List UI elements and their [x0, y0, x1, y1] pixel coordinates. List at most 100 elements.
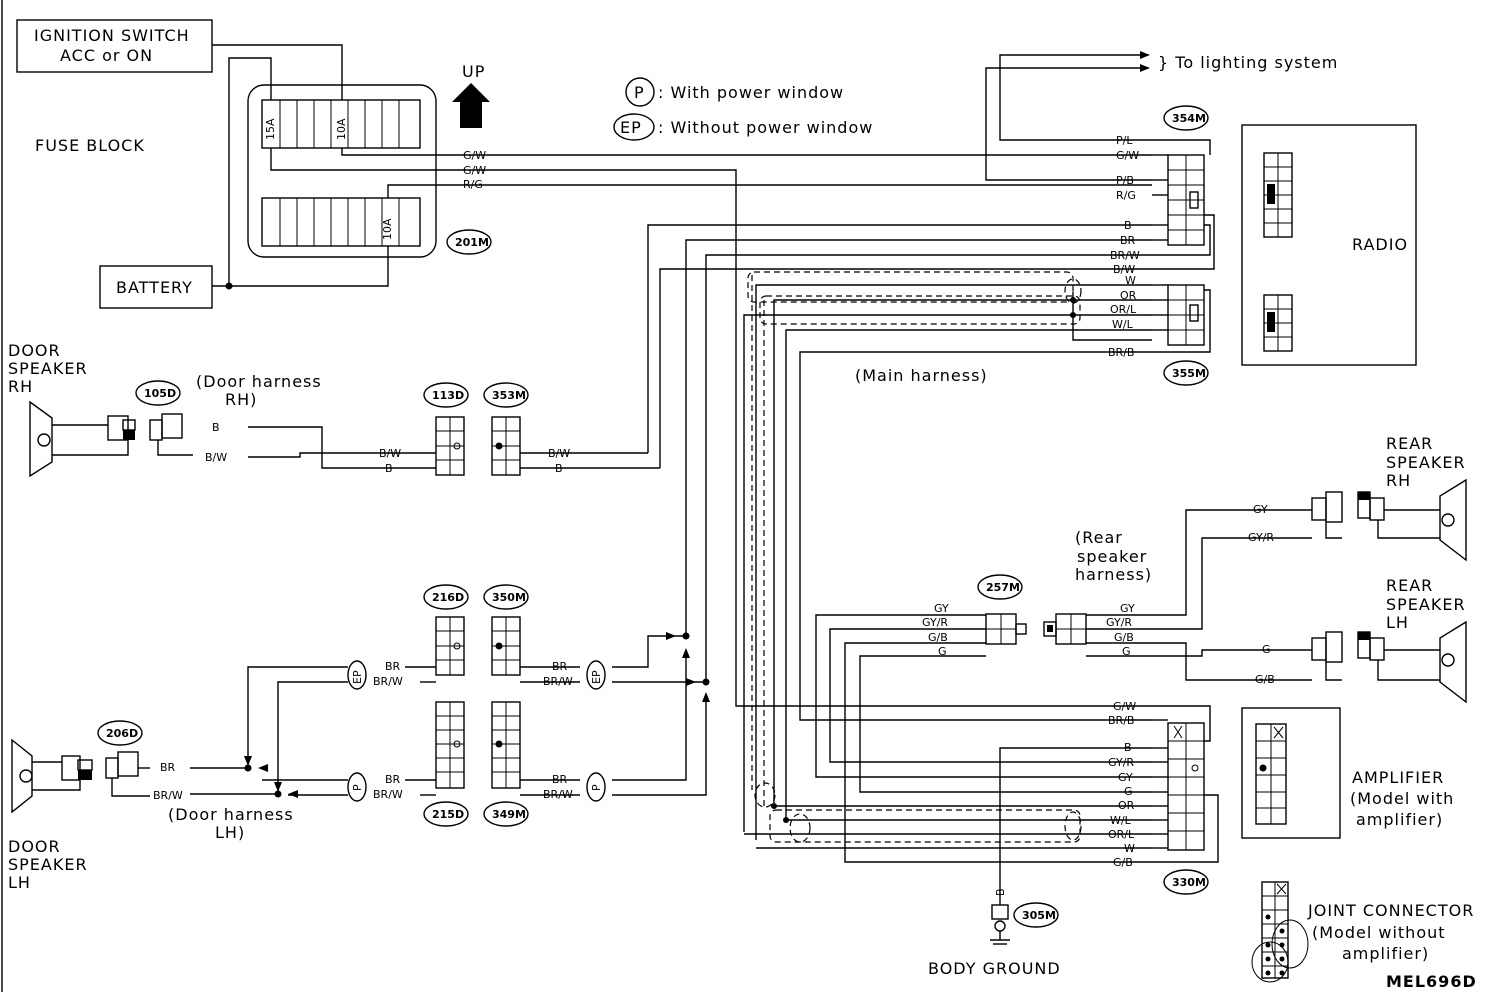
ignition-label-1: IGNITION SWITCH [34, 26, 190, 45]
svg-text:EP: EP [620, 118, 642, 137]
door-speaker-lh [11, 738, 33, 814]
wire-gyr-rear: GY/R [1248, 531, 1274, 544]
wire-bw-113: B/W [379, 447, 401, 460]
fuse-10a-upper: 10A [335, 118, 348, 140]
svg-text:P: P [590, 784, 603, 791]
wire-gw-1: G/W [463, 149, 486, 162]
connector-354m-tag: 354M [1163, 105, 1209, 131]
amp-label-1: AMPLIFIER [1352, 768, 1444, 787]
radio-connector-upper [1263, 152, 1293, 238]
p-symbol-left: P [347, 772, 367, 802]
door-harness-lh-2: LH) [215, 823, 245, 842]
svg-text:: With power window: : With power window [658, 83, 844, 102]
svg-text:355M: 355M [1172, 367, 1206, 380]
connector-349m [491, 701, 521, 789]
ep-symbol-right: EP [586, 660, 606, 690]
battery-label: BATTERY [116, 278, 193, 297]
joint-label-2: (Model without [1312, 923, 1446, 942]
wire-gyr-330: GY/R [1108, 756, 1134, 769]
connector-206d [105, 751, 139, 779]
ep-symbol-left: EP [347, 660, 367, 690]
amplifier-box [1241, 707, 1341, 839]
wire-brb-330: BR/B [1108, 714, 1134, 727]
wire-gw-330: G/W [1113, 700, 1136, 713]
connector-201m-tag: 201M [446, 229, 492, 255]
wire-g-257r: G [1122, 645, 1131, 658]
connector-105d [149, 413, 183, 441]
up-label: UP [462, 62, 485, 81]
connector-105d-tag: 105D [135, 380, 181, 406]
door-speaker-rh [29, 400, 53, 478]
connector-lh-speaker [61, 755, 93, 781]
ignition-label-2: ACC or ON [60, 46, 153, 65]
wire-gw-354: G/W [1116, 149, 1139, 162]
wire-gy-257l: GY [934, 602, 949, 615]
figure-id: MEL696D [1386, 972, 1477, 991]
radio-label: RADIO [1352, 235, 1408, 254]
wire-g-257l: G [938, 645, 947, 658]
connector-350m [491, 616, 521, 676]
rear-harness-1: (Rear [1075, 528, 1123, 547]
svg-text:215D: 215D [432, 808, 464, 821]
p-symbol-right: P [586, 772, 606, 802]
connector-355m [1167, 284, 1205, 346]
wire-gw-2: G/W [463, 164, 486, 177]
svg-text:EP: EP [590, 670, 603, 684]
door-spk-rh-label-1: DOOR [8, 341, 61, 360]
door-harness-rh-1: (Door harness [196, 372, 322, 391]
connector-330m [1167, 722, 1205, 851]
wire-gb-330: G/B [1113, 856, 1133, 869]
up-arrow-icon [452, 83, 490, 128]
legend-p: P : With power window [625, 77, 844, 107]
connector-215d [435, 701, 465, 789]
fuse-block-label: FUSE BLOCK [35, 136, 145, 155]
wire-rg-354: R/G [1116, 189, 1136, 202]
door-spk-rh-label-2: SPEAKER [8, 359, 88, 378]
legend-ep: EP : Without power window [613, 113, 872, 141]
fuse-10a-lower: 10A [381, 218, 394, 240]
svg-text:P: P [351, 784, 364, 791]
amp-label-2: (Model with [1350, 789, 1454, 808]
battery-box [99, 265, 213, 309]
connector-349m-tag: 349M [483, 801, 529, 827]
connector-353m [491, 416, 521, 476]
door-harness-rh-2: RH) [225, 390, 257, 409]
fuse-block-outline [247, 84, 437, 258]
wire-gy-rear: GY [1253, 503, 1268, 516]
connector-216d-tag: 216D [423, 584, 469, 610]
wire-pl: P/L [1116, 134, 1133, 147]
wire-b-ground: B [994, 888, 1007, 896]
rear-lh-label-1: REAR [1386, 576, 1433, 595]
svg-text:P: P [634, 83, 645, 102]
rear-rh-label-2: SPEAKER [1386, 453, 1466, 472]
fuse-15a: 15A [264, 118, 277, 140]
svg-text:105D: 105D [144, 387, 176, 400]
wire-br-216: BR [385, 660, 401, 673]
wire-w-355: W [1125, 274, 1136, 287]
wire-br-215: BR [385, 773, 401, 786]
svg-text:305M: 305M [1022, 909, 1056, 922]
door-spk-lh-label-2: SPEAKER [8, 855, 88, 874]
svg-text:354M: 354M [1172, 112, 1206, 125]
svg-text:330M: 330M [1172, 876, 1206, 889]
svg-text:201M: 201M [455, 236, 489, 249]
wire-gb-257r: G/B [1114, 631, 1134, 644]
radio-box [1241, 124, 1417, 366]
joint-label-3: amplifier) [1342, 944, 1429, 963]
door-spk-lh-label-3: LH [8, 873, 31, 892]
wire-brw-215: BR/W [373, 788, 403, 801]
amp-label-3: amplifier) [1356, 810, 1443, 829]
connector-215d-tag: 215D [423, 801, 469, 827]
wire-g-rear: G [1262, 643, 1271, 656]
rear-harness-3: harness) [1075, 565, 1152, 584]
body-ground-icon [990, 904, 1010, 945]
svg-text:350M: 350M [492, 591, 526, 604]
rear-lh-label-3: LH [1386, 613, 1409, 632]
svg-text:353M: 353M [492, 389, 526, 402]
connector-305m-tag: 305M [1013, 902, 1059, 928]
wire-bw-105: B/W [205, 451, 227, 464]
wire-wl-355: W/L [1112, 318, 1134, 331]
connector-257m-tag: 257M [977, 574, 1023, 600]
